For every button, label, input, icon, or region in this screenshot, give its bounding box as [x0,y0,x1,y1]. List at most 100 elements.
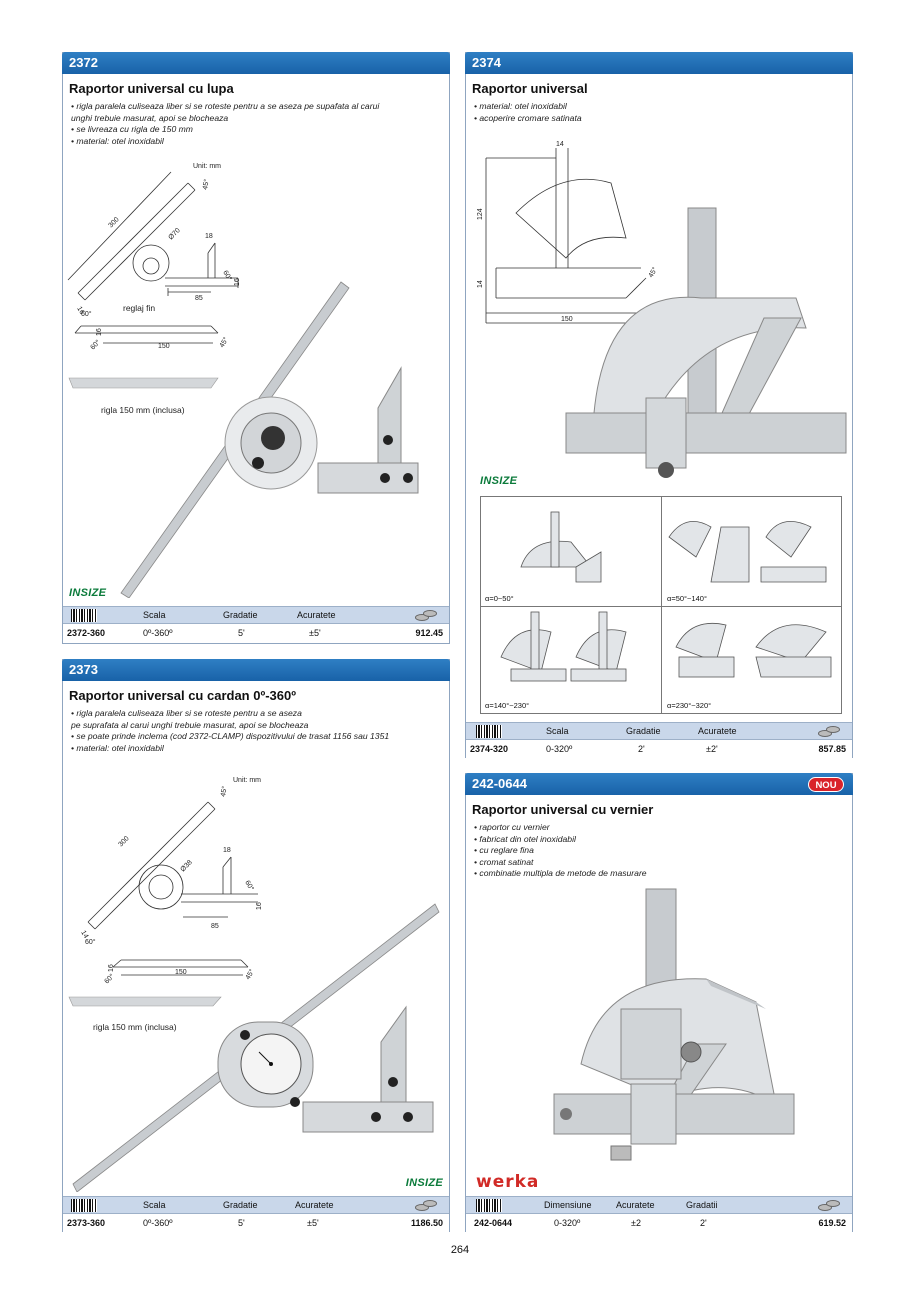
svg-text:85: 85 [195,295,203,302]
feature-item: unghi trebuie masurat, apoi se blocheaza [71,112,229,123]
svg-text:300: 300 [117,835,130,848]
col-header: Scala [143,610,166,620]
col-header: Scala [546,726,569,736]
product-code-header: 2374 [465,52,853,74]
page-number: 264 [450,1244,470,1256]
col-header: Gradatie [626,726,661,736]
feature-item: • rigla paralela culiseaza liber si se r… [71,101,380,111]
unit-label: Unit: mm [193,163,221,170]
svg-text:18: 18 [205,233,213,240]
table-row: 2373-360 0º-360º 5' ±5' 1186.50 [63,1215,449,1233]
ruler-caption: rigla 150 mm (inclusa) [93,1022,177,1032]
svg-text:14: 14 [477,280,484,288]
feature-item: • raportor cu vernier [474,822,550,832]
feature-item: • acoperire cromare satinata [474,112,582,123]
svg-text:124: 124 [477,208,484,220]
price-icon [818,1199,842,1212]
svg-text:45°: 45° [647,266,659,279]
col-header: Acuratete [297,610,336,620]
feature-list: • rigla paralela culiseaza liber si se r… [71,708,389,754]
svg-text:60°: 60° [221,269,233,282]
brand-logo-insize: INSIZE [480,475,518,487]
price-icon [415,609,439,622]
brand-logo-insize: INSIZE [69,587,107,599]
product-title: Raportor universal cu lupa [69,81,234,96]
price-icon [818,725,842,738]
feature-item: • material: otel inoxidabil [71,135,164,146]
new-badge: NOU [808,777,844,792]
product-code-header: 242-0644 [465,773,853,795]
svg-text:150: 150 [175,969,187,976]
product-title: Raportor universal cu vernier [472,802,654,817]
feature-item: pe suprafata al carui unghi trebuie masu… [71,719,309,730]
feature-item: • material: otel inoxidabil [474,101,567,111]
angle-range-grid: α=0~50° α=50°~140° α=140°~230° α=230°~32… [480,496,842,714]
feature-item: • cu reglare fina [474,845,534,855]
col-header: Acuratete [698,726,737,736]
range-label: α=140°~230° [485,701,530,710]
feature-item: • material: otel inoxidabil [71,742,164,753]
brand-logo-werka: werka [476,1172,540,1192]
product-card-2372: 2372 Raportor universal cu lupa • rigla … [62,52,450,644]
svg-text:60°: 60° [89,338,102,351]
col-header: Scala [143,1200,166,1210]
feature-item: • combinatie multipla de metode de masur… [474,868,647,878]
product-title: Raportor universal [472,81,588,96]
table-row: 2372-360 0º-360º 5' ±5' 912.45 [63,625,449,643]
barcode-icon [476,1199,502,1212]
svg-text:14: 14 [79,930,89,940]
price-icon [415,1199,439,1212]
product-card-2374: 2374 Raportor universal • material: otel… [465,52,853,759]
svg-text:60°: 60° [81,310,92,318]
svg-text:16: 16 [108,964,115,972]
barcode-icon [71,1199,97,1212]
barcode-icon [71,609,97,622]
col-header: Gradatii [686,1200,718,1210]
table-row: 2374-320 0-320º 2' ±2' 857.85 [466,741,852,759]
svg-text:14: 14 [556,141,564,148]
svg-text:45°: 45° [218,336,230,349]
feature-item: • rigla paralela culiseaza liber si se r… [71,708,302,718]
svg-text:85: 85 [211,923,219,930]
svg-text:60°: 60° [243,879,255,892]
svg-text:16: 16 [75,306,85,316]
svg-text:Ø38: Ø38 [179,859,193,873]
svg-text:45°: 45° [219,785,229,797]
range-label: α=230°~320° [667,701,712,710]
col-header: Acuratete [295,1200,334,1210]
svg-text:60°: 60° [103,972,116,985]
brand-logo-insize: INSIZE [405,1177,443,1189]
svg-text:18: 18 [223,847,231,854]
feature-item: • se poate prinde inclema (cod 2372-CLAM… [71,731,390,741]
svg-text:45°: 45° [244,968,256,981]
product-card-2373: 2373 Raportor universal cu cardan 0º-360… [62,659,450,1233]
feature-item: • se livreaza cu rigla de 150 mm [71,124,193,134]
table-header: Scala Gradatie Acuratete [466,722,852,740]
technical-drawing: 14 124 14 45° 150 [477,141,847,478]
barcode-icon [476,725,502,738]
svg-text:16: 16 [256,902,263,910]
range-label: α=0~50° [485,594,514,603]
svg-text:150: 150 [561,316,573,323]
feature-list: • rigla paralela culiseaza liber si se r… [71,101,379,147]
range-label: α=50°~140° [667,594,707,603]
feature-list: • material: otel inoxidabil • acoperire … [474,101,582,124]
unit-label: Unit: mm [233,777,261,784]
feature-item: • cromat satinat [474,856,534,867]
technical-drawing: Unit: mm 300 45° Ø38 18 60° 16 85 14 60°… [68,777,440,1192]
product-code-header: 2373 [62,659,450,681]
technical-drawing: Unit: mm 300 45° Ø70 18 60° 16 85 16 60°… [67,163,419,598]
svg-text:150: 150 [158,343,170,350]
angle-diagrams [500,511,832,682]
product-card-242-0644: 242-0644 NOU Raportor universal cu verni… [465,773,853,1233]
col-header: Acuratete [616,1200,655,1210]
col-header: Dimensiune [544,1200,592,1210]
feature-item: • fabricat din otel inoxidabil [474,833,576,844]
svg-text:300: 300 [107,216,120,229]
svg-text:Ø70: Ø70 [167,227,181,241]
product-code-header: 2372 [62,52,450,74]
col-header: Gradatie [223,610,258,620]
svg-text:16: 16 [234,278,241,286]
feature-list: • raportor cu vernier • fabricat din ote… [474,822,647,880]
svg-text:60°: 60° [85,938,96,946]
